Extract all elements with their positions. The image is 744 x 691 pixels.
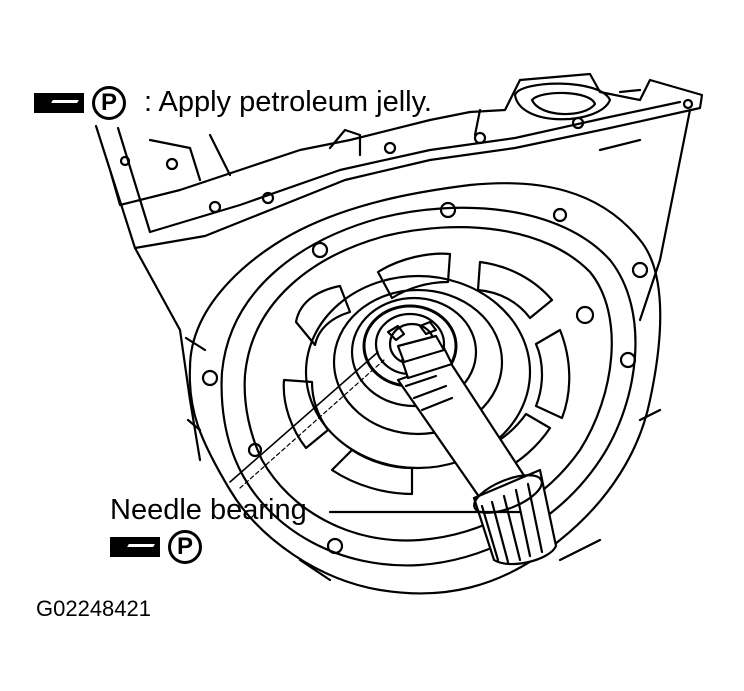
petroleum-jelly-brush-icon [110, 537, 160, 557]
legend-text: : Apply petroleum jelly. [144, 86, 432, 118]
petroleum-jelly-brush-icon [34, 93, 84, 113]
pump-flange-ring [220, 206, 637, 567]
hub-ring [350, 296, 478, 408]
stator-window [294, 284, 352, 347]
case-upper-boss [513, 82, 612, 121]
hub-ring [332, 288, 504, 436]
leader-line-needle-bearing-diag [229, 351, 379, 483]
legend-symbol: P [34, 86, 126, 120]
p-circle-icon: P [92, 86, 126, 120]
pump-flange-outer [188, 182, 662, 595]
hub-ring-outer [304, 274, 532, 470]
p-circle-icon: P [168, 530, 202, 564]
case-upper-boss-inner [530, 91, 597, 116]
stator-window [534, 328, 571, 420]
stator-window [282, 378, 330, 450]
stator-window [330, 448, 414, 496]
case-gasket-inner [116, 100, 682, 234]
needle-bearing-label: Needle bearing [110, 494, 307, 526]
figure-code: G02248421 [36, 596, 151, 621]
needle-bearing-symbol: P [110, 530, 202, 564]
case-side-wall-right [638, 108, 692, 322]
pump-flange-ring-inner [243, 226, 613, 542]
stator-window [476, 260, 554, 320]
case-side-wall-left [133, 246, 202, 462]
